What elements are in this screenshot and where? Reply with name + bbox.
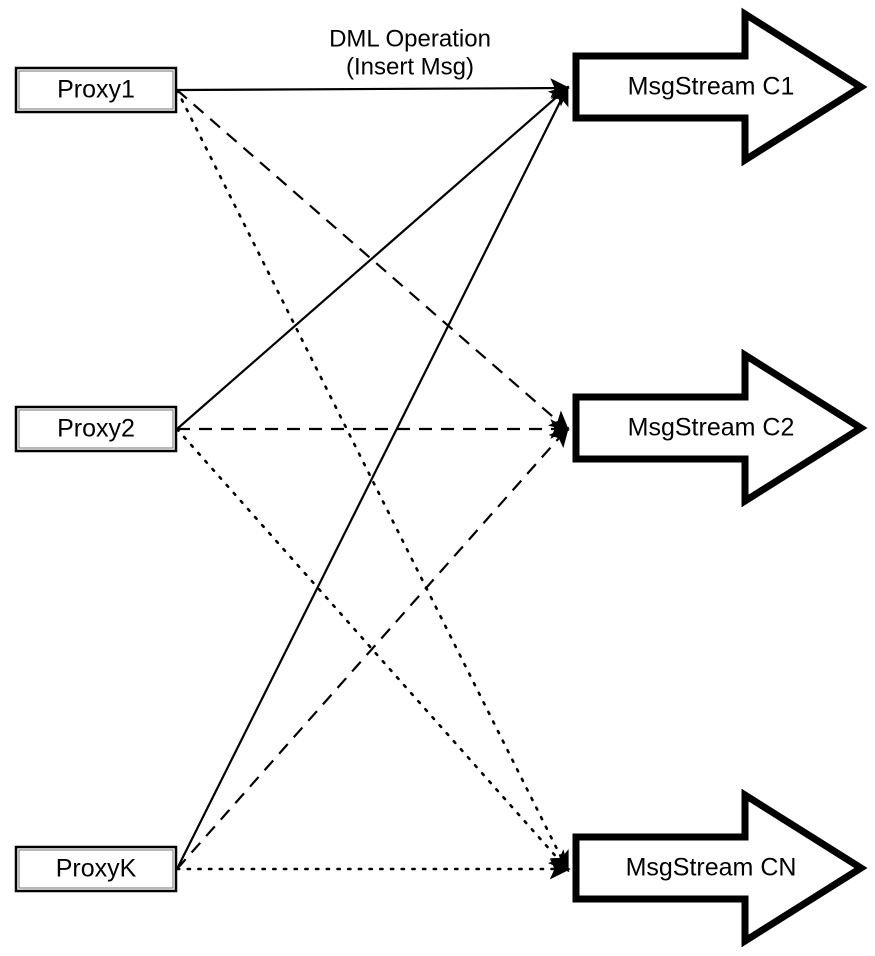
edge-caption-line-2: (Insert Msg) (346, 53, 474, 80)
stream-label: MsgStream CN (626, 854, 797, 882)
proxy-box-inner-outline (18, 70, 174, 110)
edge-proxy1-to-stream_c1 (176, 78, 571, 98)
proxy-box-outline (14, 845, 178, 893)
proxy-label: ProxyK (56, 855, 137, 883)
streams-layer: MsgStream C1 MsgStream C2 MsgStream CN (572, 7, 868, 948)
proxy-node-proxy1[interactable]: Proxy1 (14, 66, 178, 114)
proxy-box-outline (14, 66, 178, 114)
edge-proxyk-to-stream_c1 (176, 85, 569, 870)
stream-label: MsgStream C1 (628, 73, 795, 101)
stream-arrow-shape (572, 7, 868, 167)
edge-proxy1-to-stream_c2 (176, 89, 570, 432)
edge-proxy2-to-stream_c1 (176, 85, 570, 430)
edge-proxyk-to-stream_c2 (176, 426, 570, 870)
stream-node-c1[interactable]: MsgStream C1 (572, 7, 868, 167)
proxy-box-outline (14, 405, 178, 453)
edge-proxy2-to-stream_cn (175, 427, 570, 872)
stream-node-cn[interactable]: MsgStream CN (572, 788, 868, 948)
proxy-label: Proxy2 (57, 415, 135, 443)
proxy-node-proxyk[interactable]: ProxyK (14, 845, 178, 893)
proxy-node-proxy2[interactable]: Proxy2 (14, 405, 178, 453)
proxy-box-inner-outline (18, 849, 174, 889)
stream-arrow-shape (572, 788, 868, 948)
stream-label: MsgStream C2 (628, 414, 795, 442)
stream-arrow-shape (572, 348, 868, 508)
proxy-label: Proxy1 (57, 76, 135, 104)
edge-caption: DML Operation (Insert Msg) (329, 25, 491, 80)
edge-caption-line-1: DML Operation (329, 25, 491, 52)
edges-layer (175, 78, 571, 880)
proxy-box-inner-outline (18, 409, 174, 449)
stream-node-c2[interactable]: MsgStream C2 (572, 348, 868, 508)
